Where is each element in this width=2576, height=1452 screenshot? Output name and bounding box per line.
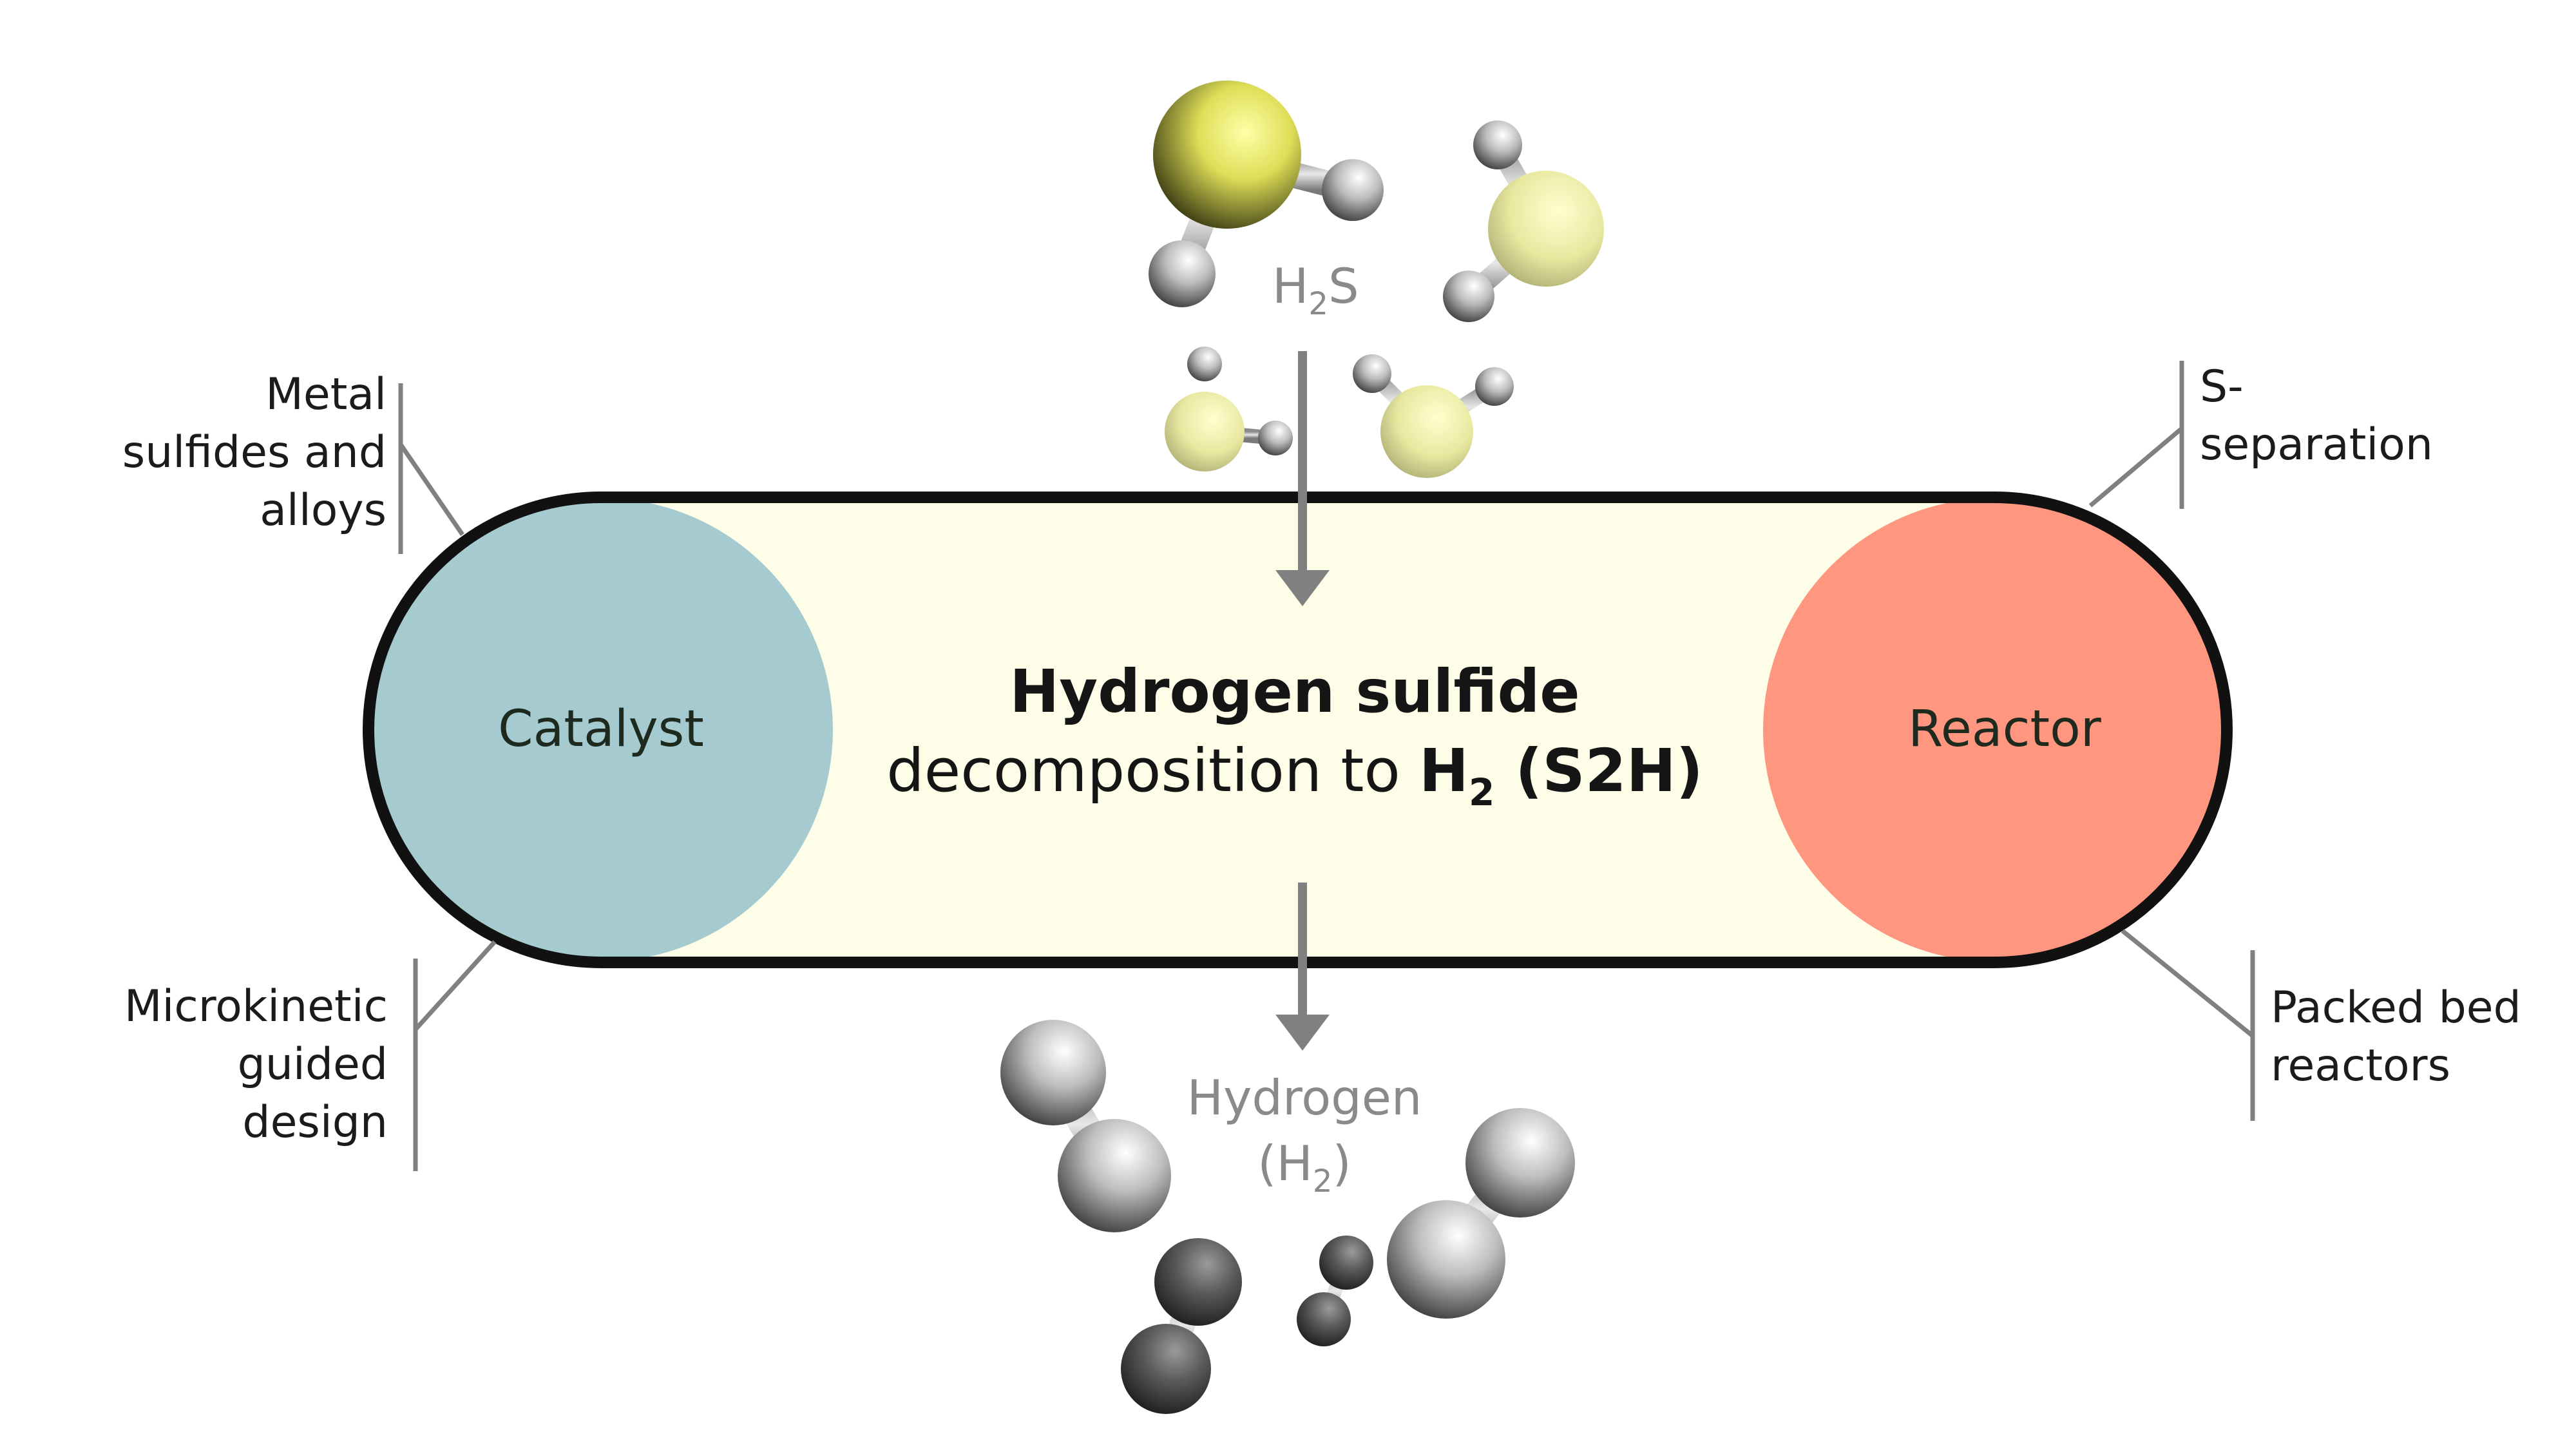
hydrogen-atom-icon <box>1465 1108 1575 1218</box>
sulfur-atom-icon <box>1153 81 1301 229</box>
center-title: Hydrogen sulfide <box>1009 657 1579 726</box>
annotation-microkinetic: Microkinetic guided design <box>124 940 497 1171</box>
svg-text:alloys: alloys <box>260 485 386 536</box>
hydrogen-formula-label: (H2) <box>1257 1135 1351 1199</box>
catalyst-label: Catalyst <box>498 700 704 758</box>
svg-text:separation: separation <box>2200 419 2433 470</box>
svg-text:Metal: Metal <box>265 369 386 420</box>
h2s-label: H2S <box>1272 258 1359 322</box>
hydrogen-atom-icon <box>1353 354 1391 393</box>
svg-text:guided: guided <box>238 1039 388 1090</box>
svg-text:sulfides and: sulfides and <box>122 427 386 478</box>
hydrogen-atom-icon <box>1473 120 1522 169</box>
h2s-molecules <box>1149 81 1604 478</box>
reactor-circle <box>1763 498 2227 962</box>
hydrogen-atom-icon <box>1121 1324 1211 1414</box>
svg-text:Microkinetic: Microkinetic <box>124 981 388 1032</box>
svg-text:Packed bed: Packed bed <box>2271 982 2521 1033</box>
hydrogen-atom-icon <box>1154 1238 1242 1326</box>
hydrogen-atom-icon <box>1443 271 1494 322</box>
h2-molecules <box>1000 1020 1575 1414</box>
hydrogen-atom-icon <box>1058 1119 1171 1232</box>
hydrogen-atom-icon <box>1322 159 1384 221</box>
svg-text:S-: S- <box>2200 361 2244 412</box>
hydrogen-atom-icon <box>1258 421 1293 455</box>
sulfur-atom-icon <box>1380 385 1473 478</box>
hydrogen-label: Hydrogen <box>1187 1069 1422 1126</box>
svg-text:design: design <box>242 1097 388 1148</box>
sulfur-atom-icon <box>1165 392 1245 472</box>
hydrogen-atom-icon <box>1187 347 1222 381</box>
process-capsule <box>363 492 2233 968</box>
hydrogen-atom-icon <box>1297 1292 1351 1346</box>
capsule-outline <box>363 492 2233 968</box>
annotation-metal-sulfides: Metal sulfides and alloys <box>122 369 464 554</box>
reactor-label: Reactor <box>1908 700 2102 758</box>
catalyst-circle <box>369 498 833 962</box>
hydrogen-atom-icon <box>1475 367 1514 406</box>
sulfur-atom-icon <box>1488 171 1604 287</box>
hydrogen-atom-icon <box>1149 240 1216 307</box>
hydrogen-atom-icon <box>1387 1200 1505 1319</box>
center-subtitle: decomposition to H2 (S2H) <box>886 736 1703 814</box>
annotation-packed-bed: Packed bed reactors <box>2121 929 2521 1121</box>
hydrogen-atom-icon <box>1000 1020 1106 1125</box>
hydrogen-atom-icon <box>1319 1236 1373 1290</box>
svg-text:reactors: reactors <box>2271 1040 2450 1091</box>
annotation-s-separation: S- separation <box>2088 361 2433 509</box>
